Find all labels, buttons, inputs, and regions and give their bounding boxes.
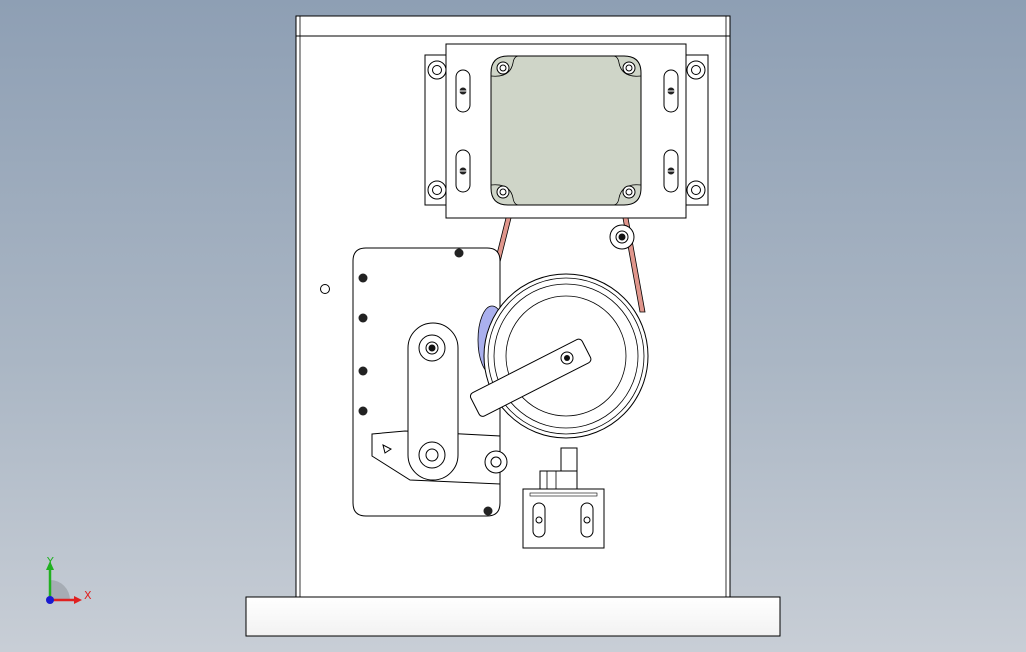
- crank-arm: [469, 338, 592, 417]
- link-arm: [407, 322, 459, 481]
- sensor-mount: [522, 447, 605, 549]
- motor-screw: [496, 61, 636, 199]
- stepper-motor: [490, 55, 642, 206]
- base-plate: [245, 596, 781, 637]
- coordinate-triad: Y X: [46, 555, 92, 604]
- bracket-screw: [427, 60, 706, 200]
- panel-hole: [320, 284, 330, 294]
- bracket-slot: [455, 69, 679, 193]
- x-axis-label: X: [84, 589, 92, 602]
- y-axis-label: Y: [46, 555, 54, 568]
- plate-bolt: [358, 248, 493, 516]
- z-axis-dot: [46, 596, 54, 604]
- idler-bolt: [609, 224, 635, 250]
